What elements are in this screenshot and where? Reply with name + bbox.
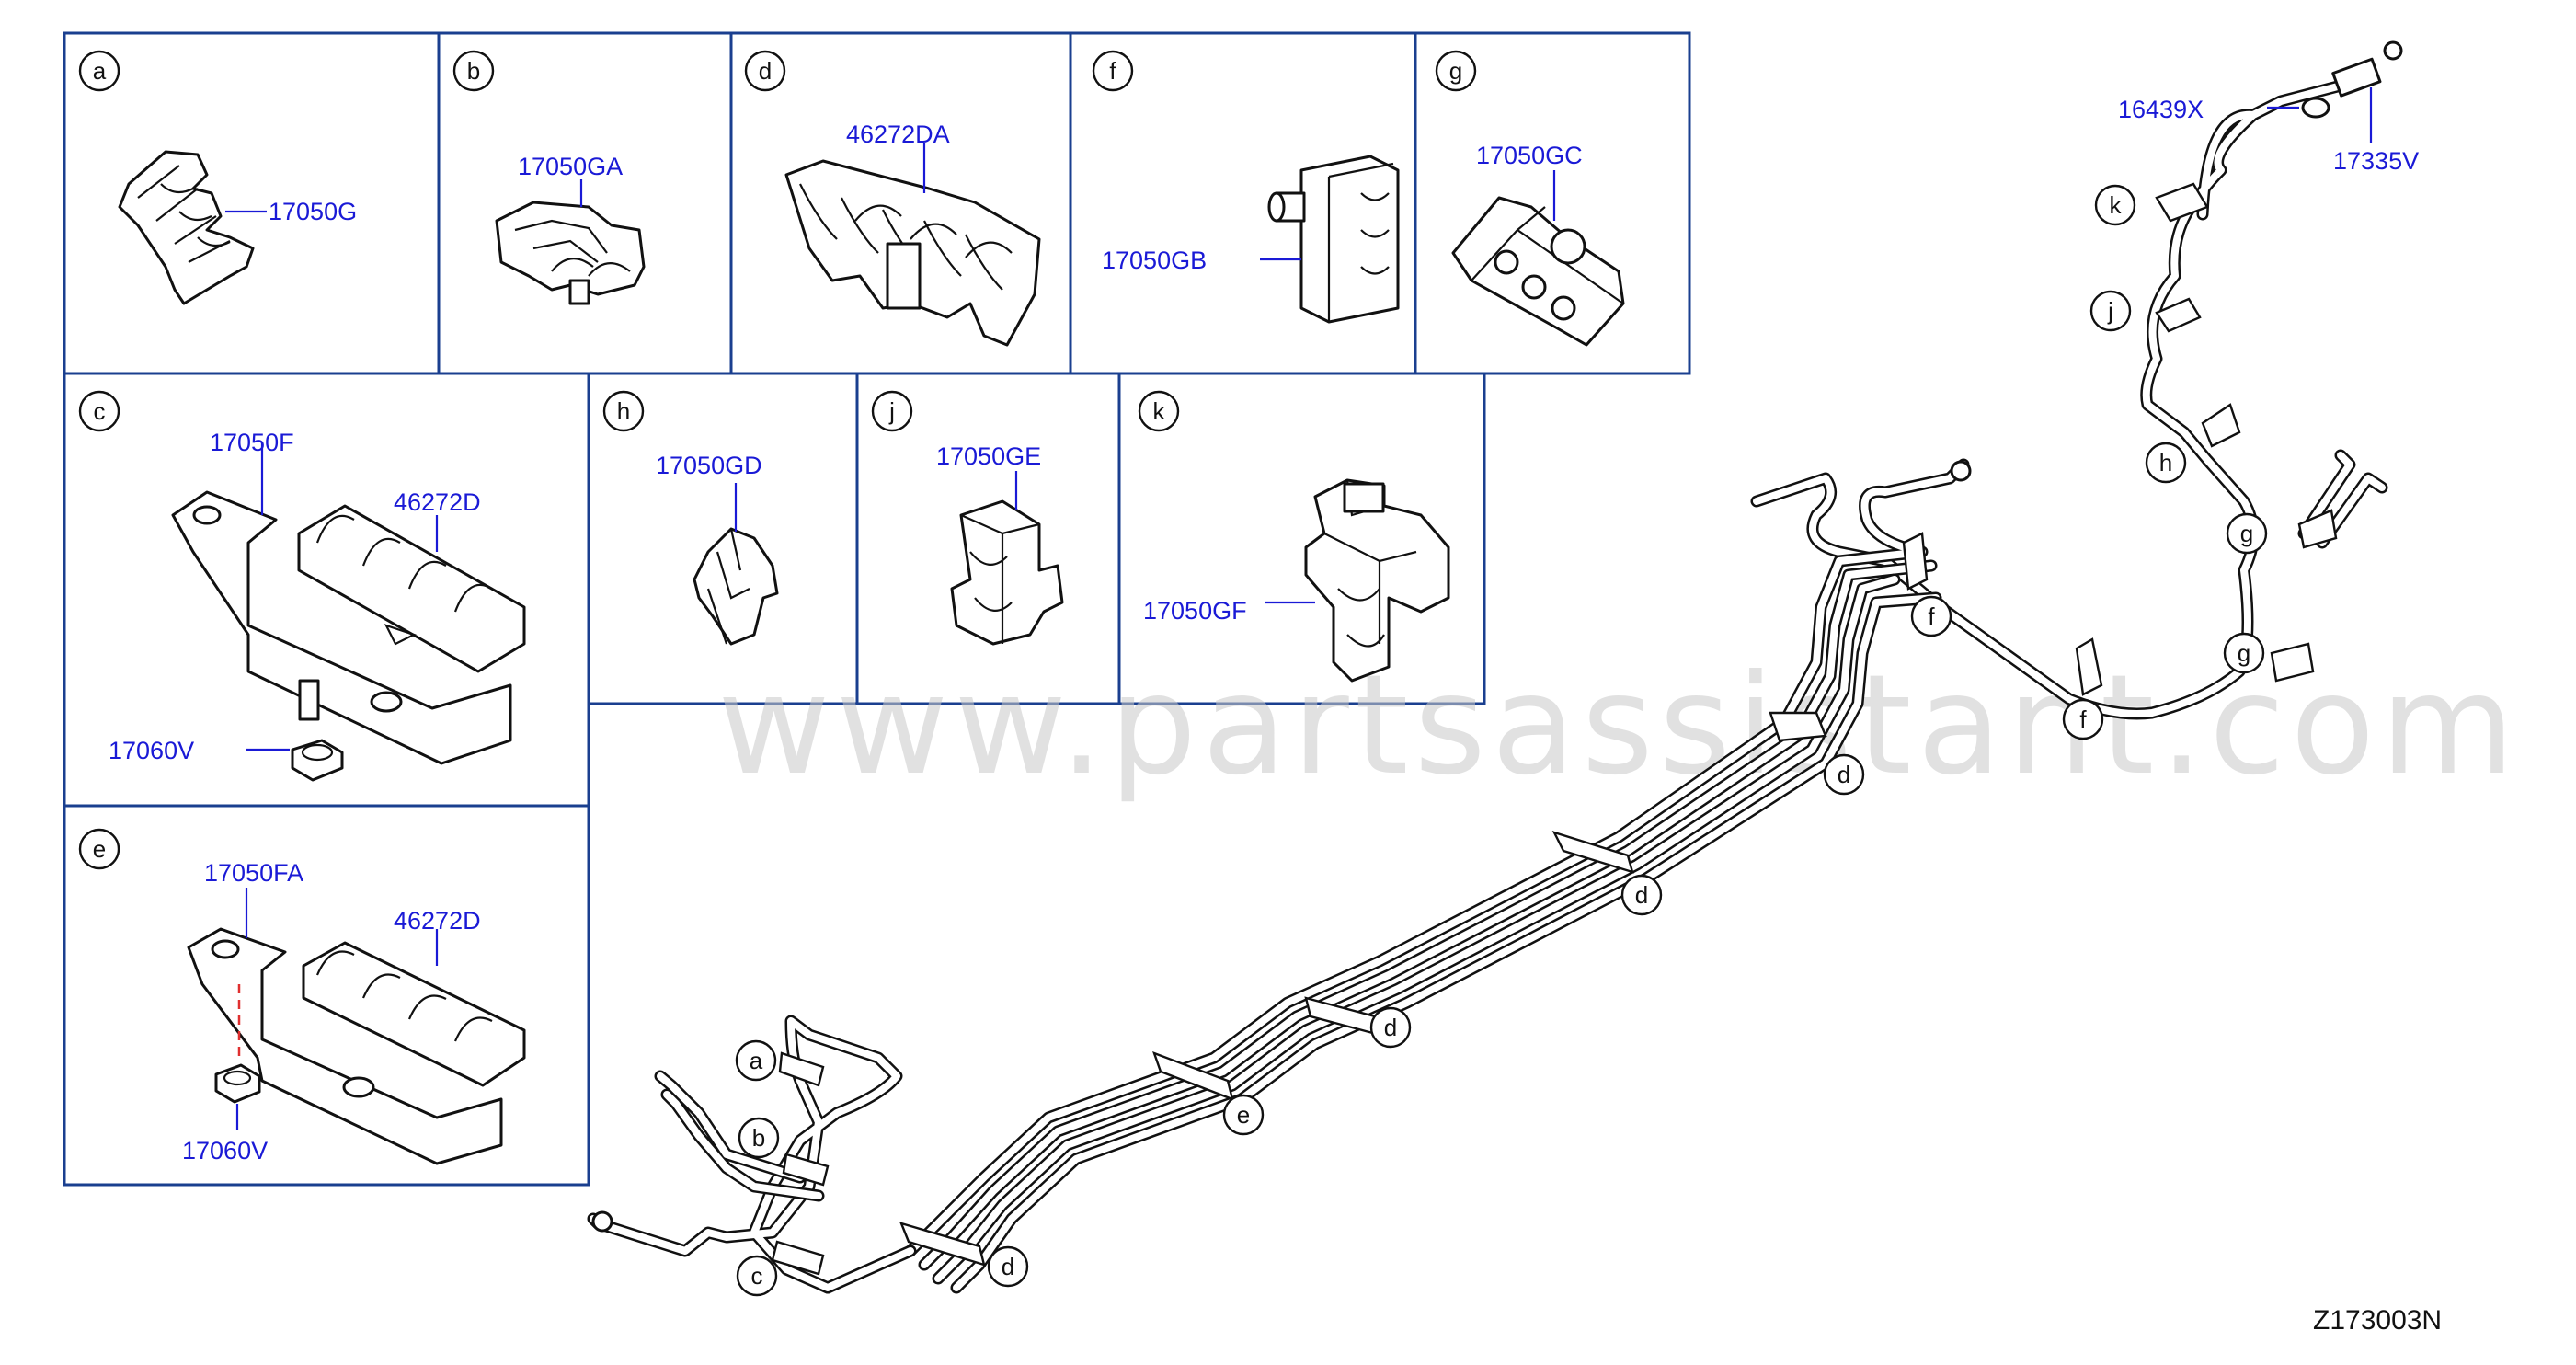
part-label-46272da: 46272DA [846, 120, 950, 148]
connector-left-end [591, 1210, 613, 1233]
panel-letter-f: f [1092, 50, 1134, 92]
part-label-17060v-e: 17060V [182, 1137, 268, 1164]
panel-e-frame [63, 804, 590, 1187]
nut-17060v-e-drawing [214, 1063, 261, 1104]
panel-letter-j: j [871, 390, 913, 432]
callout-f-upper: f [1910, 595, 1952, 637]
callout-a: a [735, 1039, 777, 1082]
panel-letter-h: h [602, 390, 645, 432]
panel-letter-k: k [1138, 390, 1180, 432]
bracket-17050f-drawing [171, 490, 526, 765]
callout-g-upper: g [2226, 512, 2268, 555]
clip-17050gf-drawing [1304, 478, 1450, 682]
clip-17050gb-drawing [1267, 155, 1400, 324]
connector-16439x [2301, 97, 2330, 119]
part-label-17050g: 17050G [269, 198, 357, 225]
svg-text:d: d [1002, 1253, 1014, 1280]
part-label-46272d-e: 46272D [394, 907, 481, 935]
svg-text:f: f [1928, 602, 1935, 630]
part-label-17050ga: 17050GA [518, 153, 623, 180]
callout-b: b [738, 1117, 780, 1159]
callout-k: k [2094, 184, 2136, 226]
svg-text:f: f [2079, 705, 2087, 733]
clip-17050g-drawing [118, 150, 255, 305]
svg-text:g: g [2238, 639, 2250, 667]
part-label-17060v-c: 17060V [109, 737, 194, 764]
svg-text:g: g [1449, 57, 1462, 85]
part-label-17335v: 17335V [2333, 147, 2419, 175]
svg-text:g: g [2240, 520, 2253, 547]
svg-text:j: j [888, 397, 895, 425]
callout-f-lower: f [2062, 698, 2104, 740]
callout-e: e [1222, 1094, 1265, 1136]
part-label-17050gc: 17050GC [1476, 142, 1583, 169]
svg-text:a: a [750, 1047, 763, 1074]
callout-d-1: d [1823, 753, 1865, 796]
svg-text:f: f [1109, 57, 1116, 85]
svg-text:k: k [2110, 191, 2123, 219]
svg-text:d: d [1838, 761, 1850, 788]
panel-frames [63, 31, 1691, 1187]
panel-letter-a: a [78, 50, 120, 92]
svg-text:h: h [2159, 449, 2172, 476]
svg-text:h: h [617, 397, 630, 425]
svg-text:d: d [1384, 1014, 1397, 1041]
panel-k-frame [1117, 372, 1486, 705]
watermark: www.partsassistant.com [717, 646, 2520, 806]
svg-text:d: d [1635, 881, 1648, 909]
part-label-46272d-c: 46272D [394, 488, 481, 516]
part-label-16439x: 16439X [2118, 96, 2204, 123]
clip-17050ga-drawing [495, 201, 646, 305]
callout-g-lower: g [2223, 632, 2265, 674]
part-label-17050ge: 17050GE [936, 442, 1041, 470]
panel-letter-d: d [744, 50, 786, 92]
connector-mid-end [1950, 460, 1972, 482]
svg-text:a: a [93, 57, 107, 85]
clip-17050ge-drawing [950, 499, 1064, 646]
callout-d-3: d [1369, 1006, 1412, 1049]
panel-letter-b: b [452, 50, 495, 92]
tube-bundle [904, 458, 1970, 1294]
svg-text:c: c [94, 397, 106, 425]
svg-text:j: j [2107, 297, 2113, 325]
fuel-tube-assembly [587, 40, 2403, 1294]
svg-text:k: k [1153, 397, 1166, 425]
part-label-17050fa: 17050FA [204, 859, 303, 887]
callout-d-2: d [1620, 874, 1663, 916]
connector-17335v [2331, 40, 2403, 98]
callout-d-4: d [987, 1245, 1029, 1288]
callout-j: j [2089, 290, 2132, 332]
panel-letter-e: e [78, 828, 120, 870]
nut-17060v-c-drawing [291, 739, 344, 782]
panel-g-frame [1414, 31, 1691, 375]
tube-clamps [771, 182, 2338, 1276]
clip-46272da-drawing [784, 159, 1041, 347]
svg-text:e: e [1237, 1101, 1250, 1129]
bracket-17050fa-drawing [187, 927, 526, 1165]
part-label-17050gf: 17050GF [1143, 597, 1247, 625]
panel-letter-c: c [78, 390, 120, 432]
part-label-17050gb: 17050GB [1102, 247, 1207, 274]
part-label-17050gd: 17050GD [656, 452, 762, 479]
callout-c: c [736, 1255, 778, 1297]
callout-h: h [2145, 442, 2187, 484]
svg-text:d: d [759, 57, 772, 85]
diagram-code: Z173003N [2313, 1305, 2442, 1336]
part-label-17050f: 17050F [210, 429, 294, 456]
panel-letter-g: g [1435, 50, 1477, 92]
clip-17050gd-drawing [693, 527, 779, 646]
svg-text:e: e [93, 835, 106, 863]
svg-text:b: b [752, 1124, 765, 1152]
clip-17050gc-drawing [1451, 196, 1625, 347]
svg-text:c: c [751, 1262, 763, 1290]
svg-text:b: b [467, 57, 480, 85]
